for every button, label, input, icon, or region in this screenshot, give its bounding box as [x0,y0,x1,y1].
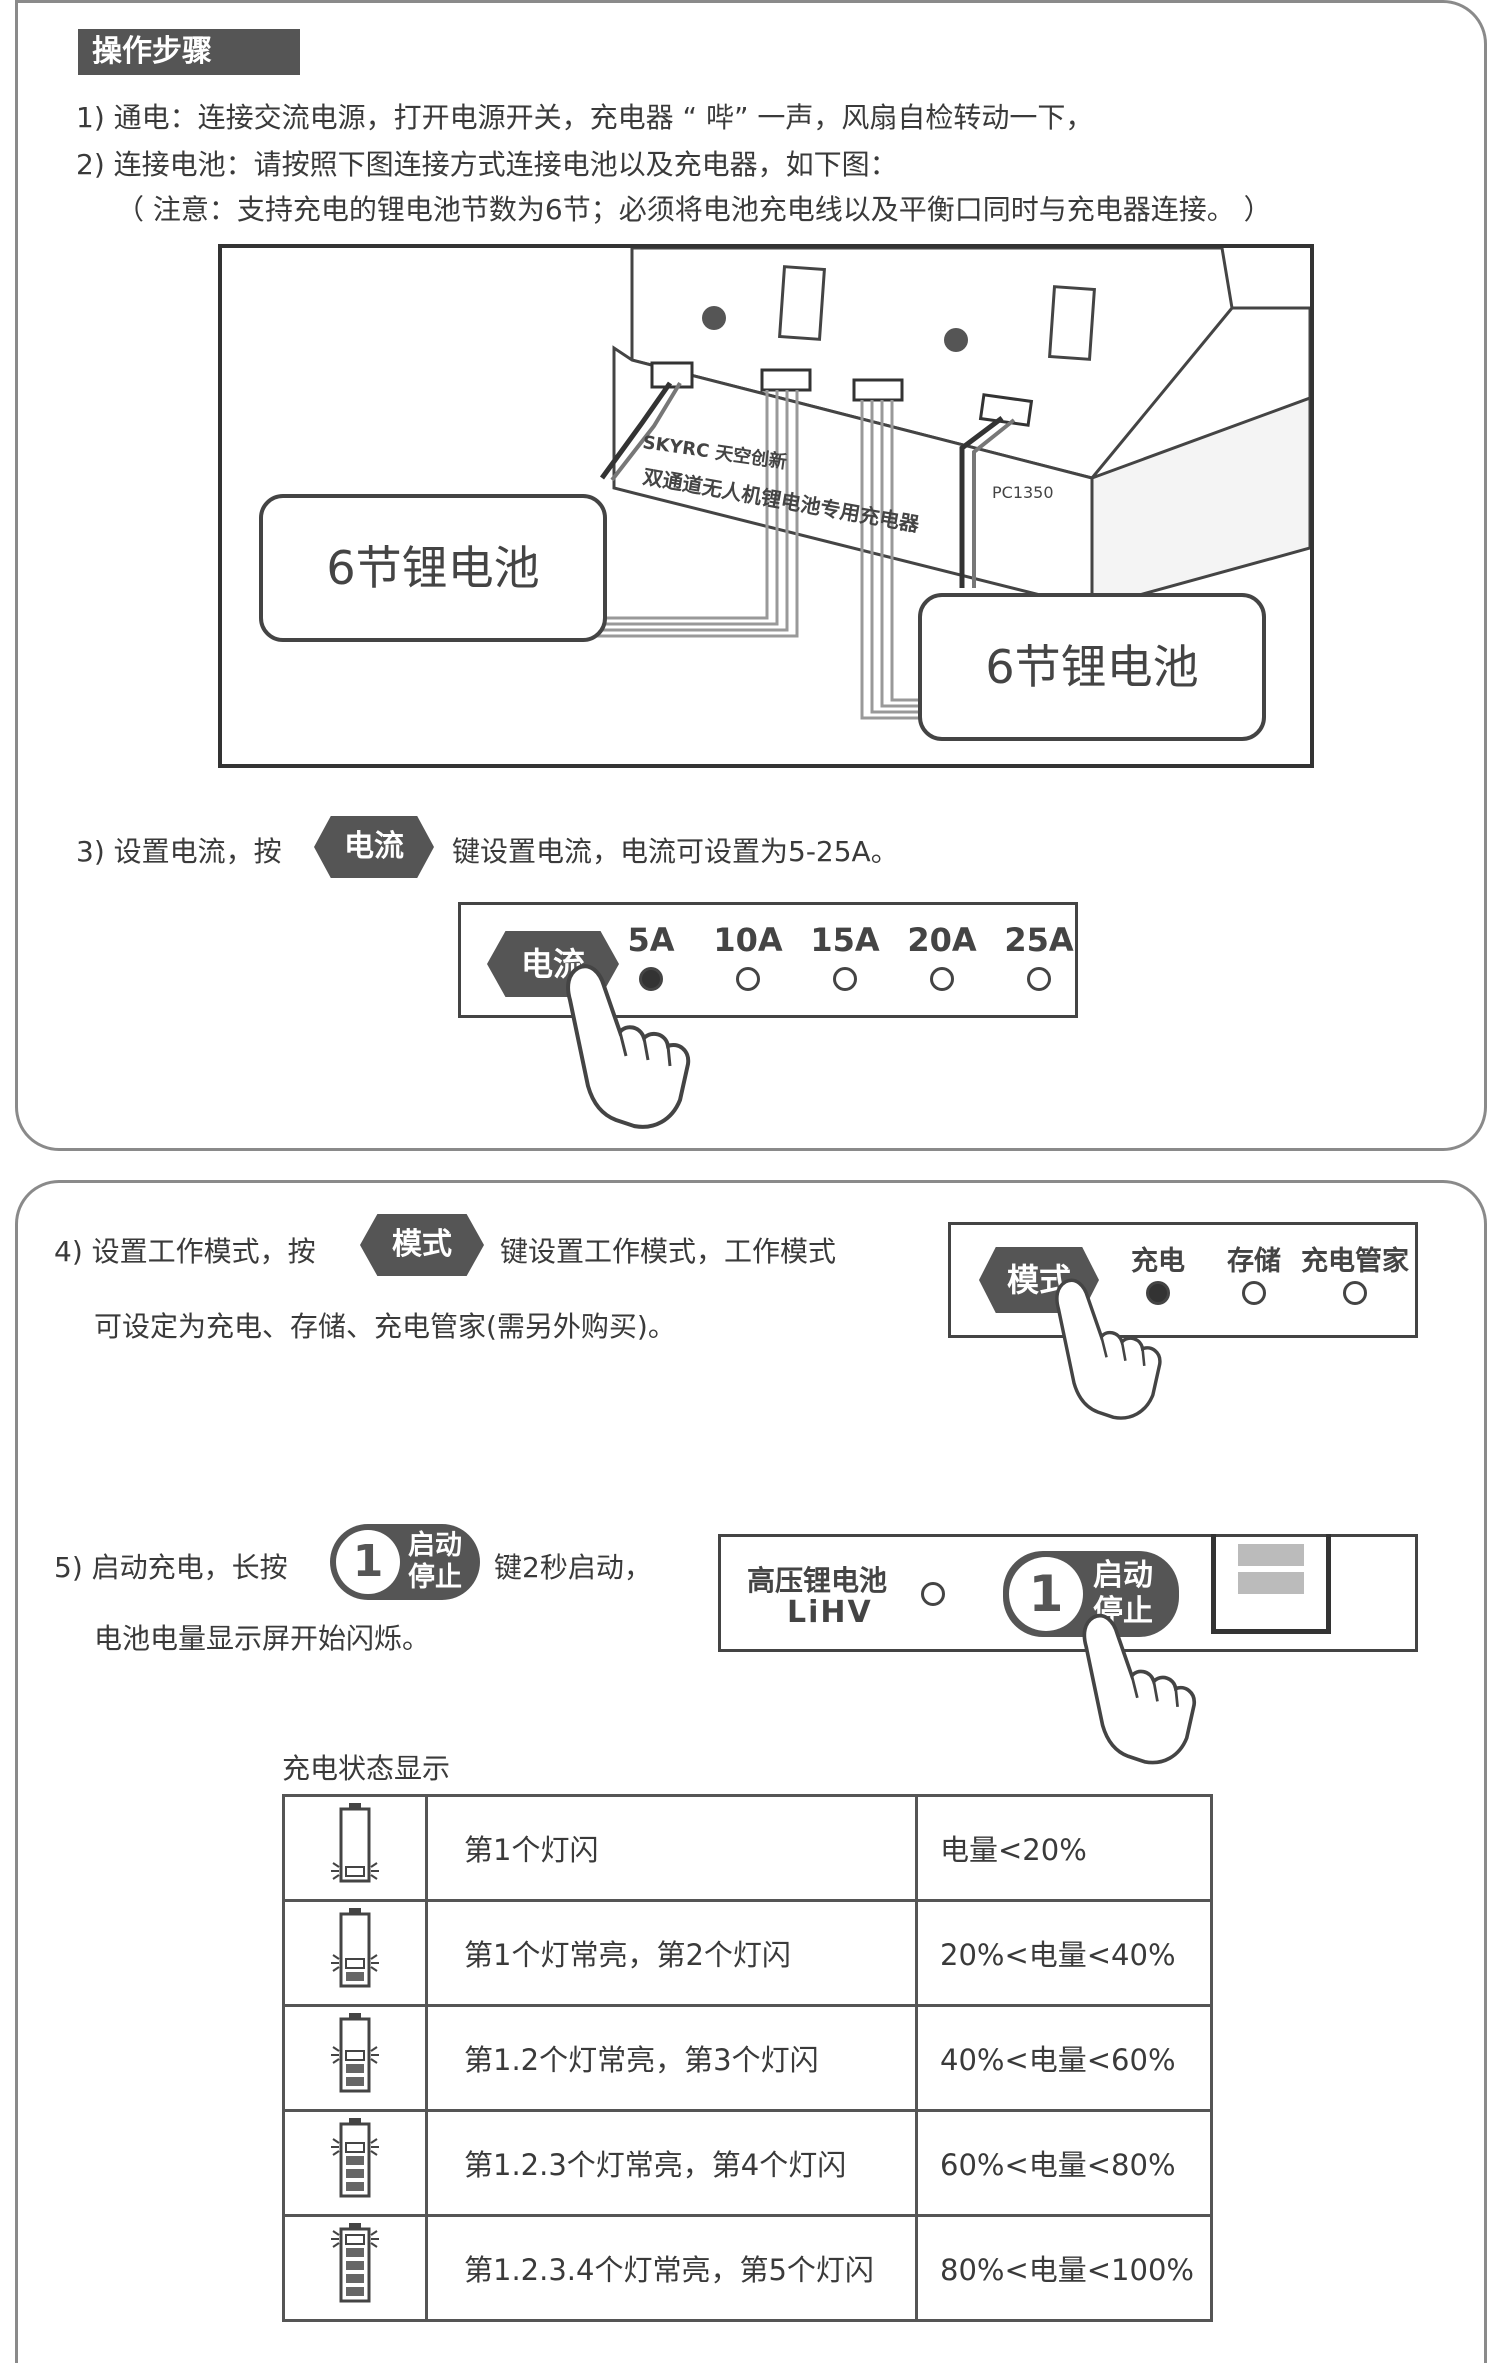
current-key-label: 电流 [314,816,434,878]
lihv-label-2: LiHV [787,1595,873,1630]
start-stop-number-strip: 1 [1009,1557,1083,1631]
mode-charge-indicator [1146,1281,1170,1305]
step-4-line-2: 可设定为充电、存储、充电管家(需另外购买)。 [94,1310,676,1343]
level-10a-indicator [736,967,760,991]
step-2-text: 2) 连接电池：请按照下图连接方式连接电池以及充电器，如下图： [76,148,898,181]
step-2-note: （ 注意：支持充电的锂电池节数为6节；必须将电池充电线以及平衡口同时与充电器连接… [116,193,1272,226]
status-description: 第1个灯闪 [425,1794,918,1902]
status-description: 第1.2.3.4个灯常亮，第5个灯闪 [425,2214,918,2322]
level-5a: 5A [627,921,675,959]
charger-illustration: SKYRC 天空创新 双通道无人机锂电池专用充电器 PC1350 [592,248,1310,720]
level-5a-indicator [639,967,663,991]
mode-key-label: 模式 [360,1214,484,1276]
step-5-after: 键2秒启动， [494,1551,652,1584]
battery-level-icon [282,1794,428,1902]
charge-level: 60%<电量<80% [915,2109,1213,2217]
level-25a-indicator [1027,967,1051,991]
battery-icon [331,2012,379,2092]
battery-level-icon [282,2109,428,2217]
status-table-title: 充电状态显示 [282,1752,451,1785]
pointing-hand-icon [1055,1278,1162,1420]
charge-level: 电量<20% [915,1794,1213,1902]
start-stop-button-inline: 1 启动 停止 [330,1524,480,1600]
pointing-hand-icon [566,964,691,1129]
current-key-strip-label: 电流 [487,931,619,997]
start-stop-button-strip: 1 启动 停止 [1003,1551,1179,1637]
battery-icon [331,1907,379,1987]
status-description: 第1个灯常亮，第2个灯闪 [425,1899,918,2007]
start-label-strip: 启动 [1093,1558,1153,1593]
lihv-label-1: 高压锂电池 [747,1564,888,1597]
lihv-indicator [921,1582,945,1606]
step-4-after: 键设置工作模式，工作模式 [500,1235,837,1268]
callout-right: 6节锂电池 [918,593,1266,741]
start-label: 启动 [408,1530,462,1561]
stop-label: 停止 [408,1562,462,1593]
battery-icon [331,2117,379,2197]
mode-charge: 充电 [1131,1246,1185,1277]
battery-level-icon [282,2214,428,2322]
mode-storage: 存储 [1227,1246,1281,1277]
mode-charge-manager-indicator [1343,1281,1367,1305]
level-15a-indicator [833,967,857,991]
current-key-inline: 电流 [314,816,434,878]
table-row: 第1个灯闪电量<20% [282,1794,1213,1902]
status-description: 第1.2个灯常亮，第3个灯闪 [425,2004,918,2112]
level-10a: 10A [713,921,783,959]
level-20a-indicator [930,967,954,991]
section-title: 操作步骤 [78,29,300,75]
model-text: PC1350 [992,483,1054,502]
battery-icon [331,1802,379,1882]
step-3-before: 3) 设置电流，按 [76,835,282,868]
status-description: 第1.2.3个灯常亮，第4个灯闪 [425,2109,918,2217]
step-1-text: 1) 通电：连接交流电源，打开电源开关，充电器 “ 哔” 一声，风扇自检转动一下… [76,101,1094,134]
callout-left: 6节锂电池 [259,494,607,642]
battery-level-icon [282,2004,428,2112]
start-stop-number: 1 [336,1530,400,1594]
mode-setting-strip: 模式 充电 存储 充电管家 [948,1222,1418,1338]
battery-icon [331,2222,379,2302]
step-4-before: 4) 设置工作模式，按 [54,1235,316,1268]
level-15a: 15A [810,921,880,959]
step-3-after: 键设置电流，电流可设置为5-25A。 [452,835,899,868]
start-setting-strip: 高压锂电池 LiHV 1 启动 停止 [718,1534,1418,1652]
step-5-before: 5) 启动充电，长按 [54,1551,288,1584]
current-setting-strip: 电流 5A 10A 15A 20A 25A [458,902,1078,1018]
charge-level: 80%<电量<100% [915,2214,1213,2322]
battery-level-icon [282,1899,428,2007]
mode-key-inline: 模式 [360,1214,484,1276]
charge-level: 40%<电量<60% [915,2004,1213,2112]
current-key-strip: 电流 [487,931,619,997]
mode-storage-indicator [1242,1281,1266,1305]
mode-charge-manager: 充电管家 [1301,1246,1409,1277]
level-20a: 20A [907,921,977,959]
charger-connection-figure: SKYRC 天空创新 双通道无人机锂电池专用充电器 PC1350 6节锂电池 6… [218,244,1314,768]
battery-display-icon [1211,1534,1331,1634]
pointing-hand-icon [1082,1613,1196,1765]
level-25a: 25A [1004,921,1074,959]
step-5-line-2: 电池电量显示屏开始闪烁。 [94,1622,431,1655]
charge-level: 20%<电量<40% [915,1899,1213,2007]
